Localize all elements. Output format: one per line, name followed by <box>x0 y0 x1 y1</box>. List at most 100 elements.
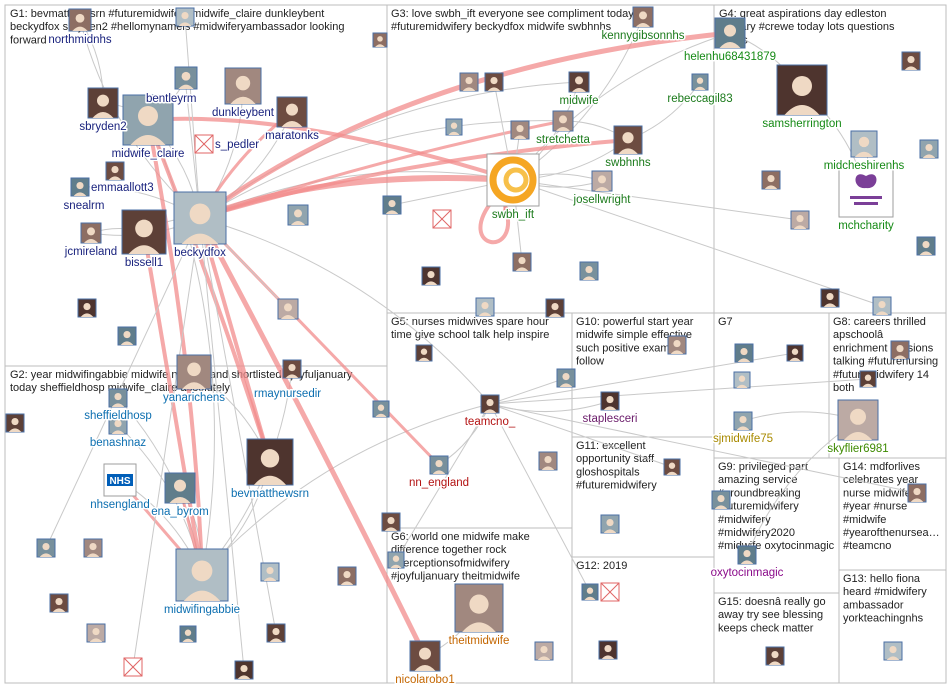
broken-image-icon[interactable] <box>194 134 214 154</box>
avatar-icon[interactable] <box>36 538 56 558</box>
avatar-icon[interactable] <box>176 354 212 390</box>
avatar-icon[interactable] <box>175 548 229 602</box>
avatar-icon[interactable] <box>663 458 681 476</box>
avatar-icon[interactable] <box>901 51 921 71</box>
node-label-beckydfox[interactable]: beckydfox <box>174 247 226 259</box>
node-label-bissell1[interactable]: bissell1 <box>125 257 163 269</box>
avatar-icon[interactable] <box>266 623 286 643</box>
avatar-icon[interactable] <box>600 391 620 411</box>
avatar-icon[interactable] <box>581 583 599 601</box>
avatar-icon[interactable] <box>108 388 128 408</box>
avatar-icon[interactable] <box>837 399 879 441</box>
avatar-icon[interactable] <box>173 191 227 245</box>
avatar-icon[interactable] <box>387 551 405 569</box>
avatar-icon[interactable] <box>70 177 90 197</box>
avatar-icon[interactable] <box>445 118 463 136</box>
avatar-icon[interactable] <box>421 266 441 286</box>
avatar-icon[interactable] <box>859 370 877 388</box>
avatar-icon[interactable] <box>260 562 280 582</box>
node-label-sjmidwife75[interactable]: sjmidwife75 <box>713 433 773 445</box>
avatar-icon[interactable] <box>415 344 433 362</box>
avatar-icon[interactable] <box>459 72 479 92</box>
node-label-rebeccagil83[interactable]: rebeccagil83 <box>667 93 732 105</box>
avatar-icon[interactable] <box>916 236 936 256</box>
avatar-icon[interactable] <box>538 451 558 471</box>
avatar-icon[interactable] <box>5 413 25 433</box>
avatar-icon[interactable] <box>164 472 196 504</box>
avatar-icon[interactable] <box>919 139 939 159</box>
node-label-dunkleybent[interactable]: dunkleybent <box>212 107 275 119</box>
avatar-icon[interactable] <box>409 640 441 672</box>
avatar-icon[interactable] <box>591 170 613 192</box>
avatar-icon[interactable] <box>454 583 504 633</box>
node-label-nhsengland[interactable]: nhsengland <box>90 499 149 511</box>
avatar-icon[interactable] <box>80 222 102 244</box>
node-label-skyflier6981[interactable]: skyflier6981 <box>827 443 888 455</box>
avatar-icon[interactable] <box>475 297 495 317</box>
avatar-icon[interactable] <box>382 195 402 215</box>
nhs-logo-icon[interactable]: NHS <box>103 463 137 497</box>
avatar-icon[interactable] <box>484 72 504 92</box>
avatar-icon[interactable] <box>117 326 137 346</box>
node-label-emmaallott3[interactable]: emmaallott3 <box>91 182 154 194</box>
avatar-icon[interactable] <box>850 130 878 158</box>
avatar-icon[interactable] <box>87 87 119 119</box>
avatar-icon[interactable] <box>632 6 654 28</box>
avatar-icon[interactable] <box>613 125 643 155</box>
avatar-icon[interactable] <box>174 66 198 90</box>
avatar-icon[interactable] <box>49 593 69 613</box>
avatar-icon[interactable] <box>121 209 167 255</box>
avatar-icon[interactable] <box>276 96 308 128</box>
avatar-icon[interactable] <box>667 335 687 355</box>
node-label-yanarichens[interactable]: yanarichens <box>163 392 225 404</box>
avatar-icon[interactable] <box>733 411 753 431</box>
avatar-icon[interactable] <box>907 483 927 503</box>
avatar-icon[interactable] <box>545 298 565 318</box>
node-label-benashnaz[interactable]: benashnaz <box>90 437 147 449</box>
avatar-icon[interactable] <box>691 73 709 91</box>
avatar-icon[interactable] <box>510 120 530 140</box>
avatar-icon[interactable] <box>890 340 910 360</box>
avatar-icon[interactable] <box>883 641 903 661</box>
avatar-icon[interactable] <box>737 545 757 565</box>
node-label-bentleyrm[interactable]: bentleyrm <box>146 93 197 105</box>
avatar-icon[interactable] <box>337 566 357 586</box>
avatar-icon[interactable] <box>429 455 449 475</box>
avatar-icon[interactable] <box>512 252 532 272</box>
node-label-jcmireland[interactable]: jcmireland <box>64 246 117 258</box>
avatar-icon[interactable] <box>108 415 128 435</box>
broken-image-icon[interactable] <box>432 209 452 229</box>
node-label-kennygibsonnhs[interactable]: kennygibsonnhs <box>601 30 684 42</box>
avatar-icon[interactable] <box>552 110 574 132</box>
avatar-icon[interactable] <box>122 94 174 146</box>
node-label-stretchetta[interactable]: stretchetta <box>536 134 590 146</box>
avatar-icon[interactable] <box>287 204 309 226</box>
node-label-midwife[interactable]: midwife <box>560 95 599 107</box>
node-label-swbhnhs[interactable]: swbhnhs <box>605 157 651 169</box>
avatar-icon[interactable] <box>598 640 618 660</box>
avatar-icon[interactable] <box>872 296 892 316</box>
node-label-midwife_claire[interactable]: midwife_claire <box>112 148 185 160</box>
avatar-icon[interactable] <box>600 514 620 534</box>
avatar-icon[interactable] <box>761 170 781 190</box>
avatar-icon[interactable] <box>105 161 125 181</box>
charity-logo-icon[interactable] <box>838 162 894 218</box>
avatar-icon[interactable] <box>711 490 731 510</box>
avatar-icon[interactable] <box>714 17 746 49</box>
node-label-mchcharity[interactable]: mchcharity <box>838 220 894 232</box>
avatar-icon[interactable] <box>733 371 751 389</box>
avatar-icon[interactable] <box>86 623 106 643</box>
node-label-staplesceri[interactable]: staplesceri <box>583 413 638 425</box>
swbh-logo-icon[interactable] <box>486 153 540 207</box>
avatar-icon[interactable] <box>776 64 828 116</box>
node-label-teamcno_[interactable]: teamcno_ <box>465 416 516 428</box>
node-label-rmaynursedir[interactable]: rmaynursedir <box>254 388 321 400</box>
broken-image-icon[interactable] <box>123 657 143 677</box>
node-label-s_pedler[interactable]: s_pedler <box>215 139 259 151</box>
avatar-icon[interactable] <box>734 343 754 363</box>
node-label-bevmatthewsrn[interactable]: bevmatthewsrn <box>231 488 309 500</box>
node-label-helenhu68431879[interactable]: helenhu68431879 <box>684 51 776 63</box>
avatar-icon[interactable] <box>246 438 294 486</box>
node-label-ena_byrom[interactable]: ena_byrom <box>151 506 209 518</box>
avatar-icon[interactable] <box>372 32 388 48</box>
